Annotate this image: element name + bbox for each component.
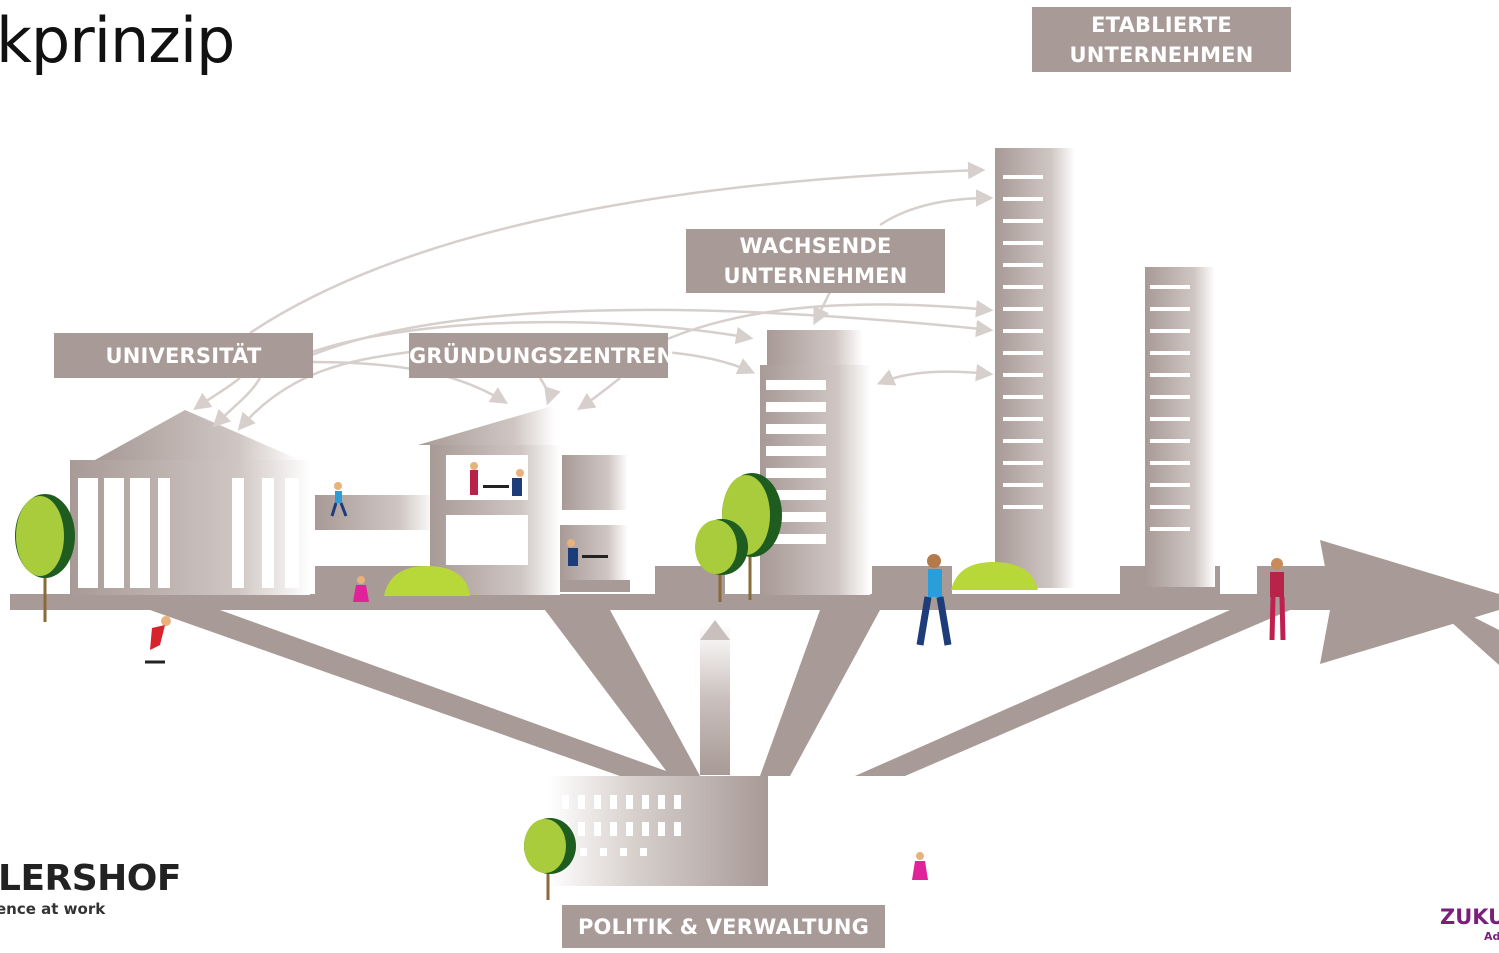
person-skateboarder <box>145 616 171 664</box>
flow-arrows <box>193 161 994 431</box>
arrow <box>237 350 411 431</box>
etablierte-unternehmen-towers <box>995 148 1215 588</box>
arrow <box>249 161 986 335</box>
support-strut <box>760 610 880 776</box>
arrow <box>876 363 994 386</box>
label-etablierte-unternehmen: ETABLIERTE UNTERNEHMEN <box>1032 7 1291 72</box>
university-building <box>70 410 435 595</box>
zukunftsort-logo: ZUKU <box>1440 905 1499 929</box>
bush <box>951 562 1038 590</box>
bush <box>384 566 470 596</box>
arrow-head-right <box>1320 540 1499 664</box>
arrow <box>538 377 561 406</box>
tree <box>524 818 576 900</box>
person-child-magenta <box>353 576 369 602</box>
people-at-desk <box>470 462 608 566</box>
logo-wordmark: LERSHOF <box>0 858 182 899</box>
support-strut <box>150 610 680 776</box>
label-politik-verwaltung: POLITIK & VERWALTUNG <box>562 905 885 948</box>
rathaus-building <box>548 620 768 886</box>
support-strut <box>855 610 1290 776</box>
label-line: UNTERNEHMEN <box>1069 42 1254 67</box>
label-gruendungszentren: GRÜNDUNGSZENTREN <box>409 333 674 378</box>
ground-platform <box>10 540 1499 776</box>
label-line: WACHSENDE <box>739 234 892 258</box>
label-line: ETABLIERTE <box>1091 12 1232 37</box>
wachsende-unternehmen-building <box>760 330 870 595</box>
arrow <box>212 377 262 428</box>
person-walking-blue <box>916 554 952 646</box>
arrow <box>813 291 832 326</box>
page-title: kprinzip <box>0 4 235 77</box>
label-line: UNTERNEHMEN <box>723 264 908 288</box>
person-on-bridge <box>330 482 348 517</box>
arrow <box>664 350 756 375</box>
tree <box>695 473 782 602</box>
adlershof-logo: LERSHOF ence at work <box>0 858 182 928</box>
support-strut <box>545 610 700 776</box>
gruendungszentrum-building <box>418 405 630 595</box>
arrow <box>577 377 621 410</box>
zukunftsort-logo-sub: Ad <box>1484 930 1499 943</box>
label-universitaet: UNIVERSITÄT <box>54 333 313 378</box>
arrow <box>879 189 994 227</box>
person-standing-red <box>1269 558 1286 641</box>
arrow <box>193 377 241 411</box>
logo-tagline: ence at work <box>0 900 106 918</box>
person-child-magenta <box>912 852 928 880</box>
tree <box>15 494 75 622</box>
label-wachsende-unternehmen: WACHSENDE UNTERNEHMEN <box>686 229 945 293</box>
